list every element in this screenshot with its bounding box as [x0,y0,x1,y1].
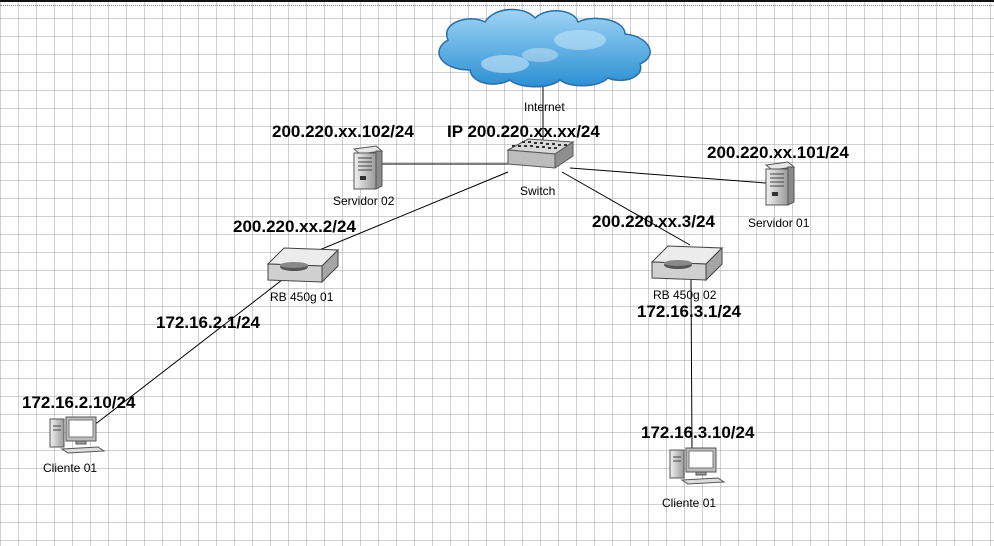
internet-label: Internet [524,100,565,114]
router-01-wan-ip-label: 200.220.xx.2/24 [233,217,356,236]
window-top-border [0,0,994,6]
server-02-ip-label: 200.220.xx.102/24 [272,122,414,141]
client-left-ip-label: 172.16.2.10/24 [22,393,136,412]
client-right-label: Cliente 01 [662,496,717,510]
server-01-icon [764,161,796,206]
client-left-label: Cliente 01 [43,461,98,475]
link-switch-server-01 [569,167,767,184]
link-router-01-client [79,279,283,437]
router-02-label: RB 450g 02 [653,288,717,302]
router-02-icon [650,245,724,282]
router-01-icon [266,247,340,284]
internet-cloud-icon [438,8,651,88]
link-switch-router-02 [561,171,691,246]
link-switch-router-01 [299,171,509,259]
client-left-icon [49,416,106,454]
server-01-ip-label: 200.220.xx.101/24 [707,143,849,162]
client-right-ip-label: 172.16.3.10/24 [641,423,755,442]
switch-label: Switch [520,184,556,198]
link-router-02-client [690,279,693,451]
router-01-lan-ip-label: 172.16.2.1/24 [156,313,260,332]
router-01-label: RB 450g 01 [270,290,334,304]
server-02-label: Servidor 02 [333,194,395,208]
router-02-lan-ip-label: 172.16.3.1/24 [637,302,741,321]
switch-ip-label: IP 200.220.xx.xx/24 [447,122,600,141]
client-right-icon [669,447,726,485]
switch-icon [506,138,575,169]
router-02-wan-ip-label: 200.220.xx.3/24 [592,212,715,231]
server-01-label: Servidor 01 [748,216,810,230]
server-02-icon [352,145,384,190]
